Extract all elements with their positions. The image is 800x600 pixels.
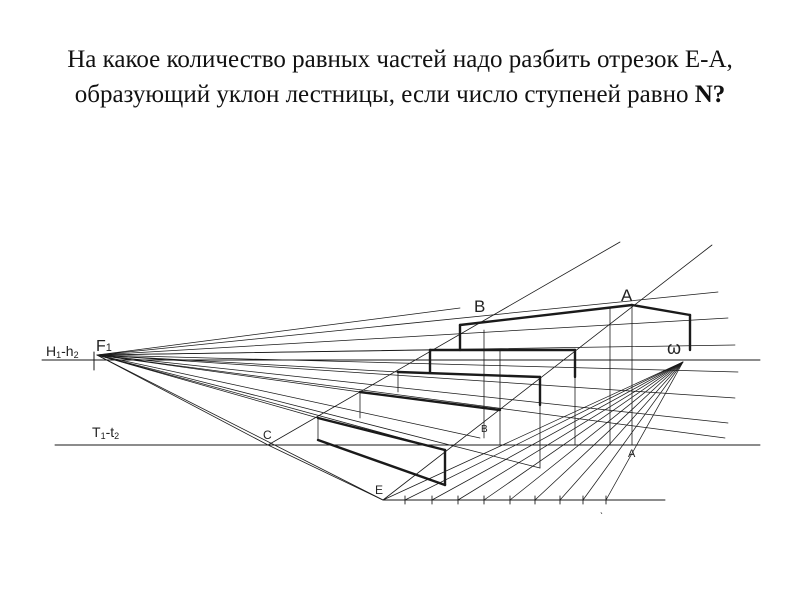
tick-mark-label: ˎ bbox=[600, 504, 603, 515]
horizon-label: H1-h2 bbox=[46, 343, 79, 360]
steep-ray-2 bbox=[382, 244, 713, 501]
point-C-label: C bbox=[263, 428, 272, 442]
slide-title: На какое количество равных частей надо р… bbox=[40, 42, 760, 112]
point-E-label: E bbox=[375, 483, 383, 497]
stair-top-edge bbox=[458, 303, 634, 327]
steep-ray-1 bbox=[267, 241, 621, 446]
ray-C-to-E bbox=[267, 444, 384, 501]
ray-F-to-E bbox=[96, 354, 384, 501]
vanishing-ray-fan bbox=[96, 291, 739, 469]
floor-label: T1-t2 bbox=[92, 424, 119, 441]
base-division-ticks bbox=[404, 495, 607, 505]
ray-F-to-C bbox=[96, 354, 269, 446]
omega-ray-fan bbox=[382, 361, 684, 501]
vanishing-point-label: F1 bbox=[96, 338, 112, 355]
title-emphasis: N? bbox=[694, 81, 726, 108]
point-B-small-label: B bbox=[481, 424, 488, 435]
title-text: На какое количество равных частей надо р… bbox=[67, 46, 733, 108]
point-A-bottom-label: A bbox=[628, 448, 636, 460]
construction-verticals bbox=[317, 304, 633, 469]
point-A-top-label: A bbox=[621, 286, 633, 305]
point-B-top-label: B bbox=[474, 297, 485, 316]
stair-outline bbox=[316, 303, 692, 487]
omega-label: ω bbox=[667, 338, 681, 358]
